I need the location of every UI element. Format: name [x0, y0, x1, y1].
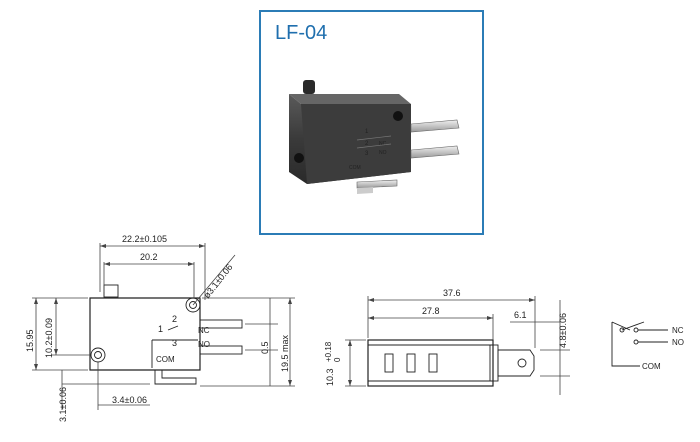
model-title: LF-04 — [275, 22, 328, 44]
mark-no: NO — [379, 150, 387, 156]
front-label-3: 3 — [172, 338, 177, 348]
terminals — [356, 119, 460, 194]
circuit-no: NO — [672, 338, 684, 347]
dim-hole-edge-offset: 3.4±0.06 — [112, 395, 147, 405]
dim-hole-spacing: 20.2 — [140, 252, 158, 262]
dim-thickness: 10.3 — [325, 368, 335, 386]
dim-hole-offset: 10.2±0.09 — [44, 318, 54, 358]
dim-terminal-length: 6.1 — [514, 310, 527, 320]
front-right-dimensions — [200, 297, 295, 387]
side-view-body — [367, 339, 535, 387]
circuit-com: COM — [642, 362, 661, 371]
circuit-nc: NC — [672, 326, 684, 335]
embossed-markings: 1 NC 2 NO 3 COM — [349, 129, 387, 171]
dim-body-length: 27.8 — [422, 306, 440, 316]
body-top — [289, 94, 411, 104]
front-view-body — [89, 284, 243, 385]
mark-3: 3 — [365, 151, 369, 157]
front-left-dimensions — [32, 297, 150, 410]
front-label-nc: NC — [198, 326, 210, 335]
side-view-dimensions — [345, 296, 570, 395]
dim-body-height: 15.95 — [25, 329, 35, 352]
switch-photo: 1 NC 2 NO 3 COM — [289, 80, 460, 194]
plunger — [303, 80, 315, 94]
product-photo-frame: LF-04 1 NC 2 NO 3 — [259, 10, 484, 235]
mount-hole-bottom — [294, 153, 304, 163]
front-label-2: 2 — [172, 314, 177, 324]
mark-com: COM — [349, 165, 361, 171]
mark-1: 1 — [365, 129, 369, 135]
dim-thickness-tol-upper: +0.18 — [324, 341, 333, 362]
front-label-com: COM — [156, 355, 175, 364]
dim-terminal-width: 4.8±0.06 — [558, 313, 568, 348]
front-top-dimensions — [99, 243, 236, 306]
front-label-1: 1 — [158, 324, 163, 334]
dim-hole-diameter: ø3.1±0.06 — [202, 262, 235, 300]
dim-thickness-tol-lower: 0 — [333, 357, 342, 362]
dim-bottom-offset: 3.1±0.06 — [58, 387, 68, 422]
dim-max-height: 19.5 max — [280, 334, 290, 372]
mark-2: 2 — [365, 141, 369, 147]
front-label-no: NO — [198, 340, 210, 349]
mark-nc: NC — [379, 141, 387, 147]
mount-hole-top — [393, 111, 403, 121]
dim-overall-width: 22.2±0.105 — [122, 234, 167, 244]
dim-total-length: 37.6 — [443, 288, 461, 298]
dim-terminal-gap: 0.5 — [260, 341, 270, 354]
circuit-symbol — [611, 321, 668, 367]
